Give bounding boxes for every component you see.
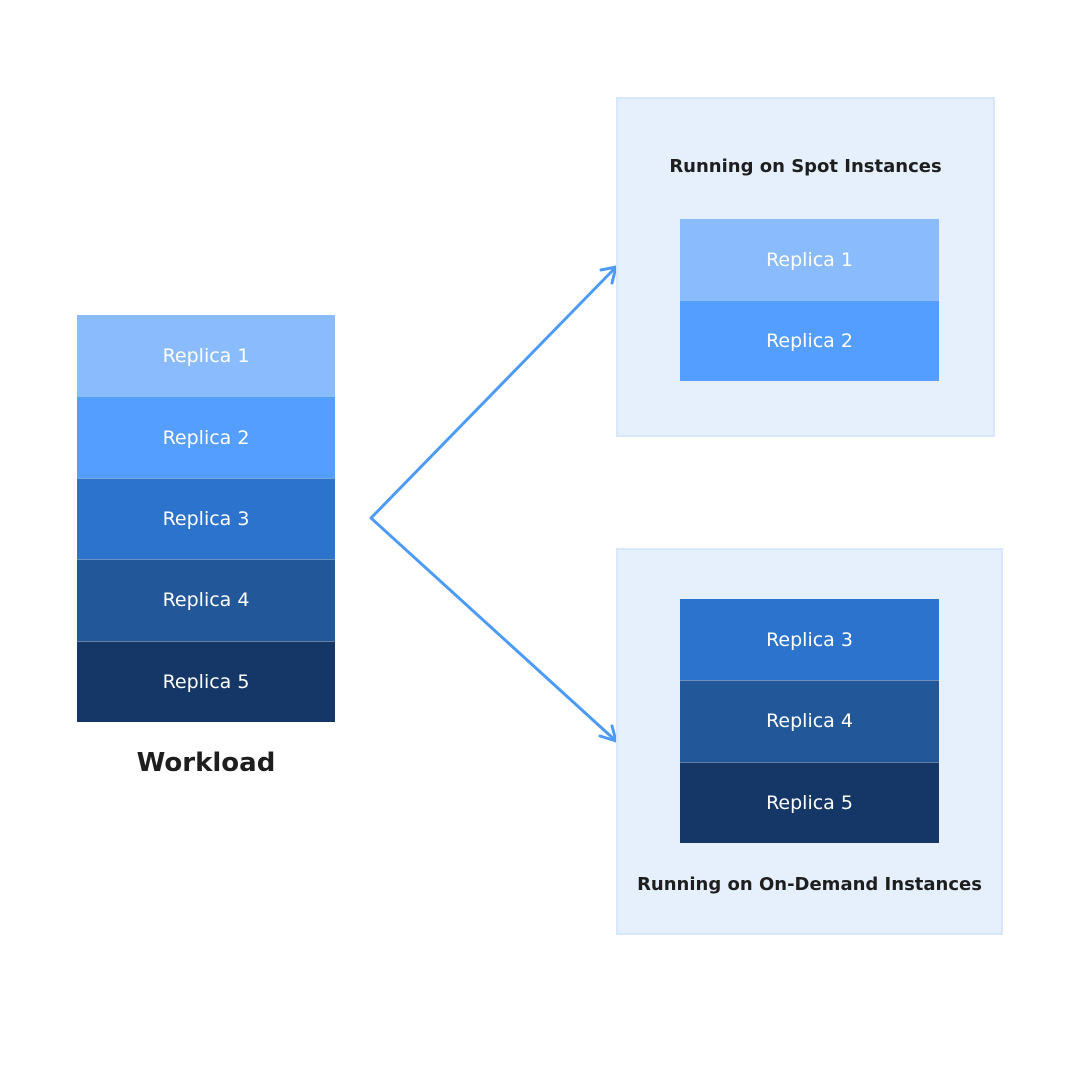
workload-replica-4: Replica 4 <box>77 559 335 641</box>
on-demand-replica-5: Replica 5 <box>680 761 939 843</box>
on-demand-replica-stack: Replica 3 Replica 4 Replica 5 <box>680 599 939 843</box>
workload-replica-5: Replica 5 <box>77 640 335 722</box>
spot-instances-title: Running on Spot Instances <box>669 156 942 177</box>
workload-replica-stack: Replica 1 Replica 2 Replica 3 Replica 4 … <box>77 315 335 722</box>
workload-replica-2: Replica 2 <box>77 396 335 478</box>
spot-replica-stack: Replica 1 Replica 2 <box>680 219 939 381</box>
on-demand-instances-title: Running on On-Demand Instances <box>637 874 982 895</box>
arrow-to-spot <box>369 265 618 743</box>
on-demand-replica-4: Replica 4 <box>680 680 939 762</box>
spot-replica-2: Replica 2 <box>680 300 939 381</box>
workload-label: Workload <box>136 748 276 778</box>
spot-replica-1: Replica 1 <box>680 219 939 300</box>
workload-replica-3: Replica 3 <box>77 477 335 560</box>
on-demand-replica-3: Replica 3 <box>680 599 939 681</box>
workload-replica-1: Replica 1 <box>77 315 335 397</box>
